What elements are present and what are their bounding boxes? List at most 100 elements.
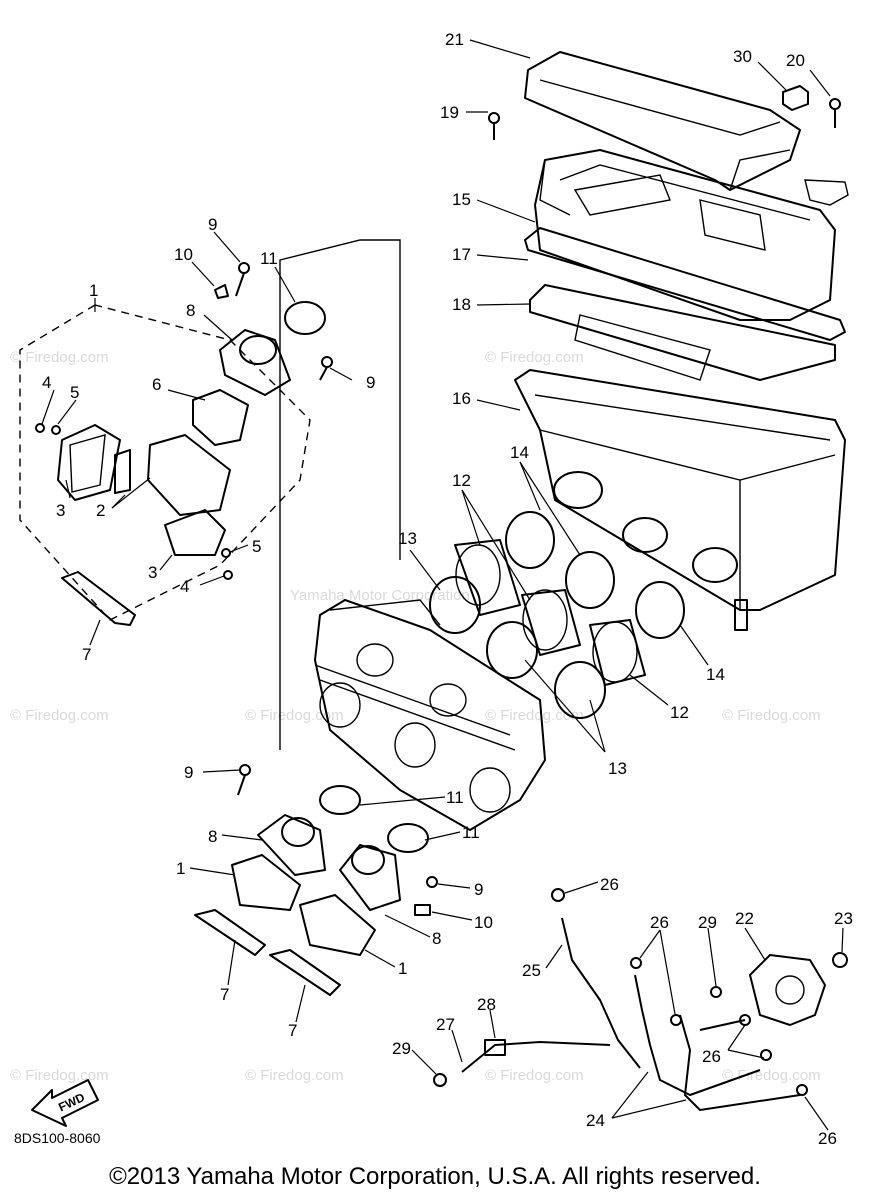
callout-11: 11 (462, 823, 480, 842)
intake-manifold (339, 844, 401, 911)
callout-26: 26 (650, 913, 669, 932)
reed-valve (57, 424, 121, 501)
callout-26: 26 (600, 875, 619, 894)
watermark: © Firedog.com (485, 1067, 584, 1084)
callout-4: 4 (180, 577, 189, 596)
reed-valve (231, 854, 301, 911)
callout-29: 29 (698, 913, 717, 932)
manifold-opening (239, 335, 277, 365)
clamp (554, 661, 606, 719)
hose-clip (710, 986, 722, 998)
bolt (238, 262, 250, 274)
watermark: © Firedog.com (485, 349, 584, 366)
nut (832, 952, 848, 968)
callout-13: 13 (398, 529, 417, 548)
clamp (387, 823, 429, 853)
carburetor-bank (314, 599, 546, 831)
callout-9: 9 (208, 215, 217, 234)
watermark: © Firedog.com (10, 349, 109, 366)
hose-clip (414, 904, 431, 916)
callout-20: 20 (786, 51, 805, 70)
callout-8: 8 (208, 827, 217, 846)
callout-21: 21 (445, 30, 464, 49)
callout-9: 9 (474, 880, 483, 899)
callout-7: 7 (288, 1021, 297, 1040)
carb-joints (429, 511, 685, 719)
callout-29: 29 (392, 1039, 411, 1058)
reed-stopper (192, 389, 249, 446)
callout-10: 10 (174, 245, 193, 264)
callout-6: 6 (152, 375, 161, 394)
intake-manifold (219, 329, 291, 396)
air-box-boot (692, 547, 738, 583)
bolt (321, 356, 333, 368)
hose-clip (796, 1084, 808, 1096)
oil-hose (561, 917, 641, 1069)
callout-8: 8 (186, 301, 195, 320)
callout-2: 2 (96, 501, 105, 520)
drawing-code: 8DS100-8060 (14, 1130, 101, 1146)
carburetor-body (314, 599, 546, 831)
callout-1: 1 (398, 959, 407, 978)
callout-14: 14 (510, 443, 529, 462)
screw (35, 423, 45, 433)
callout-16: 16 (452, 389, 471, 408)
hose-clip (214, 284, 229, 299)
air-box-boot (622, 517, 668, 553)
callout-12: 12 (452, 471, 471, 490)
callout-27: 27 (436, 1015, 455, 1034)
hose-clip (433, 1073, 447, 1087)
watermark: © Firedog.com (722, 1067, 821, 1084)
lower-intake-group (194, 764, 438, 996)
callout-26: 26 (818, 1129, 837, 1148)
clamp (486, 621, 538, 679)
washer (221, 548, 231, 558)
fwd-arrow: FWD (31, 1079, 99, 1127)
air-box-upper-case (534, 149, 836, 321)
clamp (565, 551, 615, 609)
callout-17: 17 (452, 245, 471, 264)
oil-pump-group (433, 888, 848, 1111)
callout-15: 15 (452, 190, 471, 209)
callout-25: 25 (522, 961, 541, 980)
callout-1: 1 (176, 859, 185, 878)
clamp (505, 511, 555, 569)
callout-1: 1 (89, 281, 98, 300)
oil-hose (461, 1041, 611, 1073)
air-filter-element (529, 284, 836, 381)
watermark: © Firedog.com (722, 707, 821, 724)
clamp (284, 301, 326, 335)
assembly-outline (19, 304, 311, 621)
drain-tube (734, 599, 748, 631)
callout-10: 10 (474, 913, 493, 932)
watermark: © Firedog.com (245, 707, 344, 724)
air-box-assembly (488, 51, 849, 631)
screw (223, 570, 233, 580)
watermark: © Firedog.com (245, 1067, 344, 1084)
watermark: © Firedog.com (485, 707, 584, 724)
callout-30: 30 (733, 47, 752, 66)
watermark: © Firedog.com (10, 1067, 109, 1084)
callout-7: 7 (220, 985, 229, 1004)
callout-5: 5 (70, 383, 79, 402)
manifold-opening (351, 845, 385, 875)
gasket (61, 571, 136, 626)
callout-22: 22 (735, 909, 754, 928)
screw (488, 112, 500, 124)
callout-11: 11 (260, 249, 278, 268)
carb-joint (521, 589, 581, 656)
hose-clip (670, 1014, 682, 1026)
bolt (426, 876, 438, 888)
callout-4: 4 (42, 373, 51, 392)
callout-9: 9 (184, 763, 193, 782)
callout-28: 28 (477, 995, 496, 1014)
leader-lines (41, 39, 844, 1131)
center-watermark: Yamaha Motor Corporation (290, 587, 470, 604)
reed-plate (114, 449, 131, 494)
washer (51, 425, 61, 435)
carb-joint (454, 539, 521, 616)
clamp (635, 581, 685, 639)
copyright-notice: ©2013 Yamaha Motor Corporation, U.S.A. A… (109, 1163, 761, 1190)
air-box-boot (553, 471, 603, 509)
hose-clip (760, 1049, 772, 1061)
